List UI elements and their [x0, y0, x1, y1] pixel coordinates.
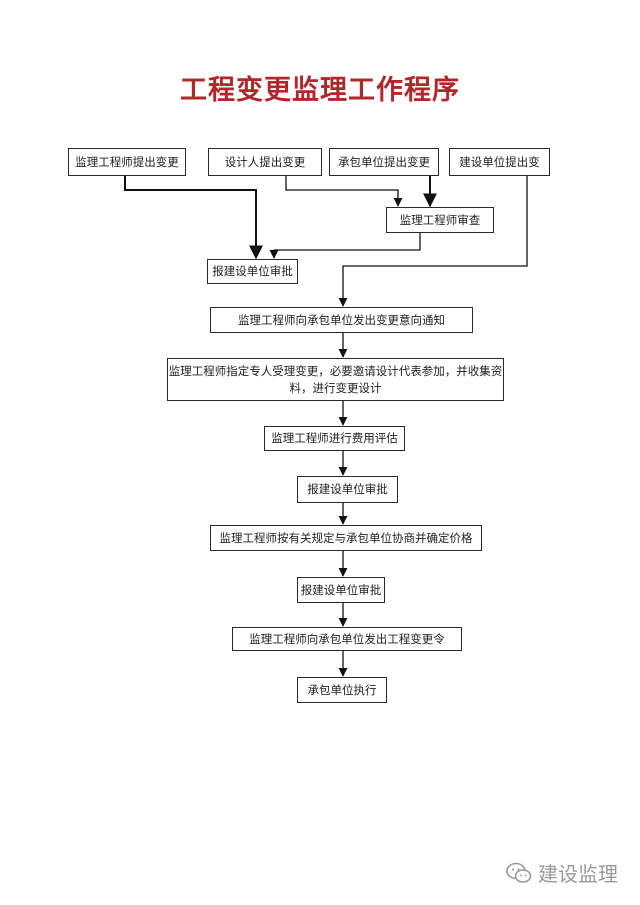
node-change-order: 监理工程师向承包单位发出工程变更令	[232, 627, 462, 651]
wechat-icon	[506, 862, 532, 883]
arrow-n1-to-n6	[124, 176, 263, 260]
node-change-intent-notice: 监理工程师向承包单位发出变更意向通知	[210, 307, 473, 333]
node-designate-handler: 监理工程师指定专人受理变更，必要邀请设计代表参加，并收集资 料，进行变更设计	[167, 358, 504, 401]
node-submit-owner-approval-2: 报建设单位审批	[297, 476, 398, 503]
node-owner-proposes: 建设单位提出变	[449, 148, 550, 176]
arrow-n5-to-n6	[269, 233, 421, 259]
node-designer-proposes: 设计人提出变更	[208, 148, 322, 176]
page-title: 工程变更监理工作程序	[180, 75, 460, 106]
watermark: 建设监理	[506, 858, 618, 887]
arrow-n2-to-n5	[285, 176, 403, 207]
node-cost-evaluation: 监理工程师进行费用评估	[264, 426, 405, 451]
node-supervisor-proposes: 监理工程师提出变更	[68, 148, 186, 176]
node-supervisor-review: 监理工程师审查	[386, 207, 494, 233]
node-submit-owner-approval-3: 报建设单位审批	[297, 577, 385, 603]
watermark-text: 建设监理	[538, 862, 618, 886]
node-contractor-proposes: 承包单位提出变更	[329, 148, 439, 176]
node-negotiate-price: 监理工程师按有关规定与承包单位协商并确定价格	[210, 525, 482, 551]
node-contractor-executes: 承包单位执行	[297, 677, 387, 703]
node-submit-owner-approval-1: 报建设单位审批	[207, 259, 298, 284]
arrow-n4-to-n7	[338, 176, 528, 307]
